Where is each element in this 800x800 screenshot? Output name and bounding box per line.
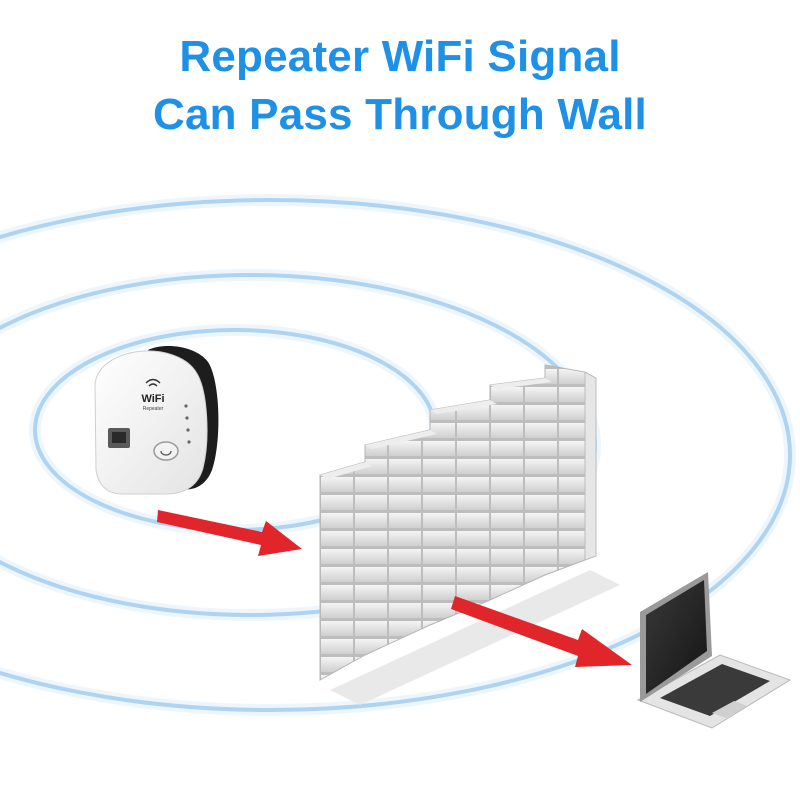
arrow-wall-to-laptop bbox=[451, 596, 632, 667]
headline: Repeater WiFi Signal Can Pass Through Wa… bbox=[0, 28, 800, 144]
brick-wall bbox=[319, 364, 620, 705]
signal-ring-outer-glow bbox=[0, 194, 796, 716]
device-logo-text: WiFi bbox=[141, 393, 164, 405]
signal-arrows bbox=[157, 510, 632, 667]
headline-line-2: Can Pass Through Wall bbox=[153, 90, 647, 139]
device-logo-subtext: Repeater bbox=[143, 406, 164, 412]
headline-line-1: Repeater WiFi Signal bbox=[179, 32, 621, 81]
signal-ring-outer bbox=[0, 198, 792, 712]
arrow-device-to-wall bbox=[157, 510, 302, 556]
laptop bbox=[636, 572, 792, 729]
wall-right-side bbox=[584, 371, 597, 561]
wifi-repeater-device: WiFi Repeater bbox=[94, 346, 219, 495]
wps-button bbox=[153, 441, 179, 461]
wall-shadow bbox=[330, 570, 620, 705]
device-body bbox=[94, 350, 208, 495]
wall-top-step-2 bbox=[365, 430, 437, 449]
wall-top-step-3 bbox=[430, 400, 497, 414]
laptop-touchpad bbox=[712, 701, 748, 718]
wall-top-step-4 bbox=[490, 378, 552, 389]
wifi-logo-icon bbox=[145, 378, 161, 387]
laptop-keyboard bbox=[660, 664, 770, 716]
laptop-screen bbox=[646, 580, 707, 694]
wall-top-step-1 bbox=[320, 462, 372, 479]
